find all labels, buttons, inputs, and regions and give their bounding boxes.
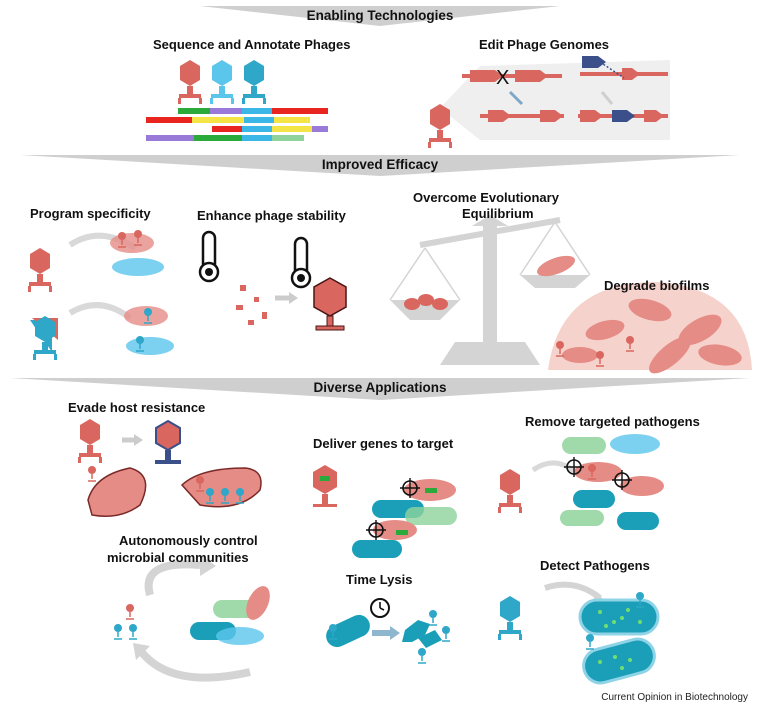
deliver-art <box>313 465 457 558</box>
genome-reads <box>146 108 328 141</box>
detect-art <box>498 581 660 685</box>
biofilm-art <box>548 281 752 374</box>
sequence-phages <box>178 60 266 104</box>
label-time-lysis: Time Lysis <box>346 572 413 587</box>
label-sequence: Sequence and Annotate Phages <box>153 37 351 52</box>
label-detect: Detect Pathogens <box>540 558 650 573</box>
label-program: Program specificity <box>30 206 151 221</box>
label-remove: Remove targeted pathogens <box>525 414 700 429</box>
label-edit: Edit Phage Genomes <box>479 37 610 52</box>
label-deliver: Deliver genes to target <box>313 436 454 451</box>
thermometer-icon <box>198 230 312 289</box>
label-biofilms: Degrade biofilms <box>604 278 710 293</box>
section-applications: Diverse Applications <box>313 380 447 395</box>
scale-icon <box>389 215 591 365</box>
section-enabling: Enabling Technologies <box>306 8 454 23</box>
label-stability: Enhance phage stability <box>197 208 346 223</box>
clock-icon <box>370 598 390 618</box>
autonomous-art <box>113 555 270 682</box>
delete-mark: X <box>496 67 509 89</box>
section-efficacy: Improved Efficacy <box>321 157 439 172</box>
banner-enabling <box>200 6 560 26</box>
program-specificity-art <box>28 229 174 360</box>
remove-art <box>498 434 664 530</box>
banner-applications <box>10 378 750 400</box>
banner-efficacy <box>20 155 740 176</box>
time-lysis-art <box>326 609 451 664</box>
edit-genomes: X <box>428 56 670 148</box>
label-evade: Evade host resistance <box>68 400 206 415</box>
evade-art <box>78 419 262 517</box>
label-autonomous-1: Autonomously control <box>119 533 258 548</box>
credit-line: Current Opinion in Biotechnology <box>601 692 748 703</box>
label-evolution-1: Overcome Evolutionary <box>413 190 559 205</box>
label-evolution-2: Equilibrium <box>462 206 534 221</box>
stability-art <box>236 277 347 331</box>
label-autonomous-2: microbial communities <box>107 550 249 565</box>
